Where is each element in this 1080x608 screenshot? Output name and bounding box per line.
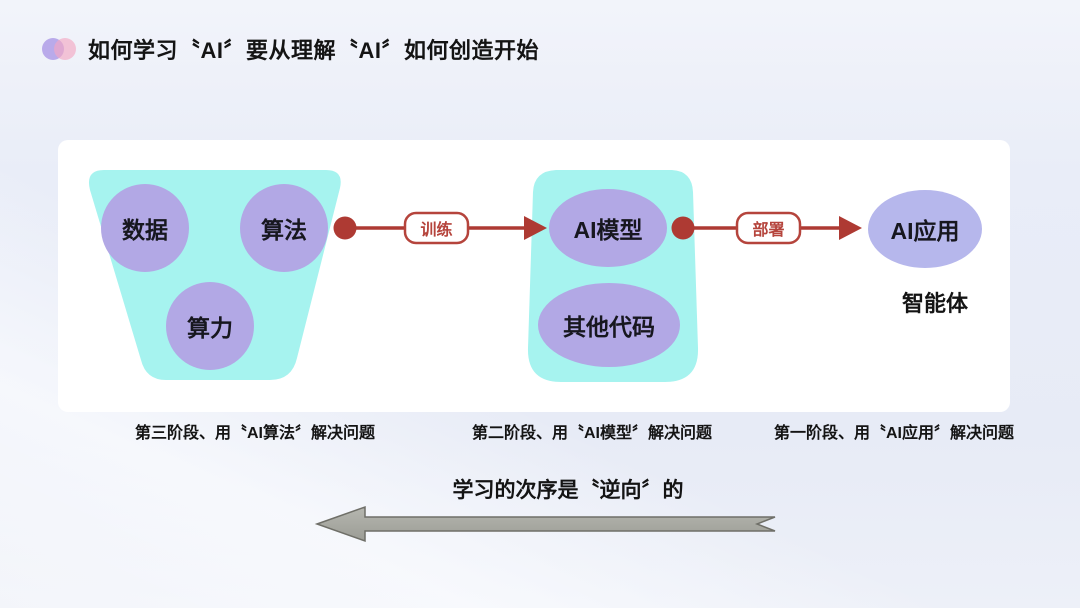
pink-circle-icon bbox=[54, 38, 76, 60]
deploy-connector bbox=[671, 211, 862, 245]
slide-header: 如何学习〝AI〞要从理解〝AI〞如何创造开始 bbox=[42, 33, 539, 65]
left-arrow-shape bbox=[314, 505, 776, 543]
ai-model-label: AI模型 bbox=[573, 217, 643, 243]
other-code-bubble bbox=[538, 283, 680, 367]
deploy-connector-dot bbox=[671, 216, 695, 240]
train-label-box bbox=[403, 211, 470, 245]
deploy-label: 部署 bbox=[752, 222, 785, 239]
ai-model-bubble bbox=[549, 189, 667, 267]
title-bullet-icon bbox=[42, 35, 82, 63]
stage3-caption: 第三阶段、用〝AI算法〞解决问题 bbox=[134, 425, 375, 442]
diagram-card: 数据 算法 算力 训练 AI模型 其他代码 部署 AI应用 智能体 bbox=[58, 140, 1010, 412]
deploy-label-box bbox=[735, 211, 802, 245]
reverse-order-statement: 学习的次序是〝逆向〞的 bbox=[452, 479, 684, 502]
deploy-arrowhead-icon bbox=[839, 216, 862, 240]
train-label: 训练 bbox=[420, 222, 453, 239]
algorithm-bubble-label: 算法 bbox=[261, 217, 307, 243]
train-arrowhead-icon bbox=[524, 216, 547, 240]
train-connector-dot bbox=[333, 216, 357, 240]
other-code-label: 其他代码 bbox=[563, 314, 655, 340]
compute-bubble-label: 算力 bbox=[187, 315, 233, 341]
ai-app-label: AI应用 bbox=[890, 218, 960, 244]
data-bubble-label: 数据 bbox=[122, 217, 168, 243]
data-bubble bbox=[101, 184, 189, 272]
diagram-canvas bbox=[88, 170, 982, 382]
stage2-caption: 第二阶段、用〝AI模型〞解决问题 bbox=[471, 425, 712, 442]
compute-bubble bbox=[166, 282, 254, 370]
agent-label: 智能体 bbox=[901, 291, 968, 316]
reverse-direction-arrow-icon bbox=[314, 505, 776, 543]
ai-app-bubble bbox=[868, 190, 982, 268]
slide-title: 如何学习〝AI〞要从理解〝AI〞如何创造开始 bbox=[88, 38, 540, 63]
algorithm-bubble bbox=[240, 184, 328, 272]
train-connector bbox=[333, 211, 547, 245]
stage1-caption: 第一阶段、用〝AI应用〞解决问题 bbox=[773, 425, 1014, 442]
